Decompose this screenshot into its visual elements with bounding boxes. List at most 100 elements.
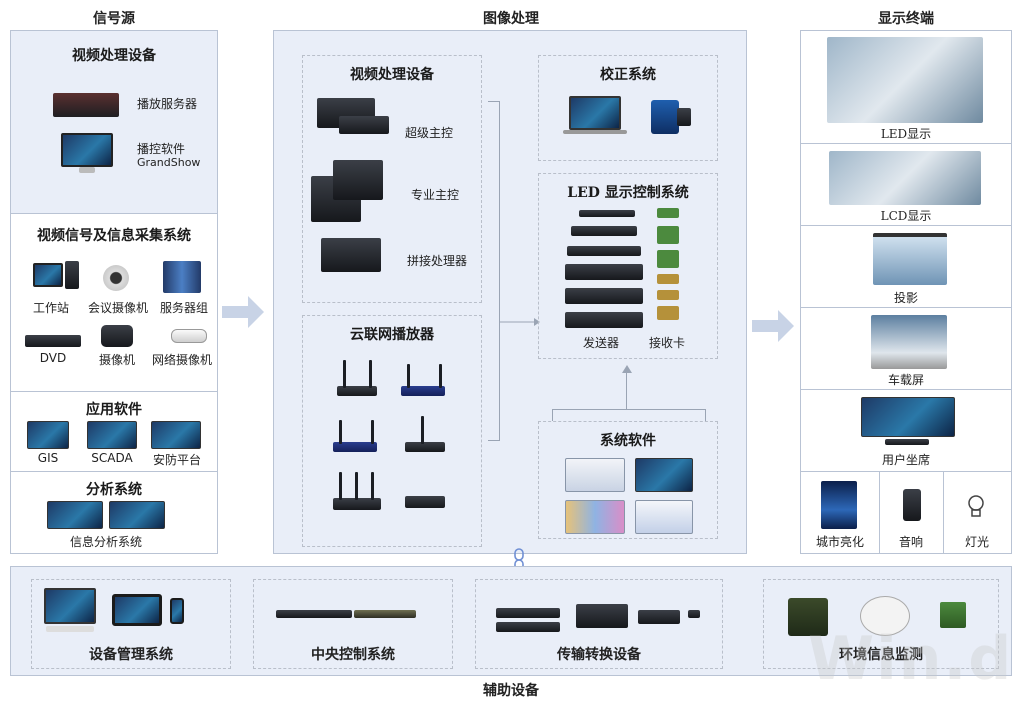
receiver-card-1: [657, 208, 679, 218]
laptop-icon: [569, 96, 621, 130]
receiver-label: 接收卡: [649, 336, 686, 350]
image-processing-panel: 视频处理设备 超级主控 专业主控 拼接处理器 云联网播放器: [273, 30, 747, 554]
video-camera-label: 摄像机: [98, 353, 135, 367]
splicer-device: [321, 238, 381, 272]
cloud-player-box: 云联网播放器: [302, 315, 482, 547]
software-bracket: [552, 409, 706, 421]
video-devices-title: 视频处理设备: [350, 67, 434, 83]
speaker-icon: [903, 489, 921, 521]
capture-title: 视频信号及信息采集系统: [37, 228, 191, 244]
video-camera-icon: [101, 325, 133, 347]
scada-label: SCADA: [91, 451, 133, 465]
transmission-label: 传输转换设备: [557, 647, 641, 663]
central-control-box: 中央控制系统: [253, 579, 453, 669]
analysis-screenshot-1: [47, 501, 103, 529]
software-title: 系统软件: [600, 433, 656, 449]
calibration-title: 校正系统: [600, 67, 656, 83]
bracket-connector: [488, 101, 500, 441]
receiver-card-5: [657, 290, 679, 300]
camera-lens: [677, 108, 691, 126]
environment-monitoring-box: 环境信息监测: [763, 579, 999, 669]
seat-monitors-image: [861, 397, 955, 437]
calibration-camera-icon: [651, 100, 679, 134]
transmission-box: 传输转换设备: [475, 579, 723, 669]
laptop-base: [563, 130, 627, 134]
playback-software-label: 播控软件: [137, 142, 186, 156]
sensor-chip-icon: [940, 602, 966, 628]
environment-monitoring-label: 环境信息监测: [839, 647, 923, 663]
software-screenshot-2: [635, 458, 693, 492]
arrow-right-2: [752, 310, 796, 342]
receiver-card-3: [657, 250, 679, 268]
watermark: Win.d: [808, 624, 1014, 694]
sender-label: 发送器: [583, 336, 620, 350]
sender-1: [579, 210, 635, 217]
projection-label: 投影: [893, 291, 918, 305]
software-screenshot-4: [635, 500, 693, 534]
transmission-device-4: [638, 610, 680, 624]
super-controller-device-2: [339, 116, 389, 134]
seat-keyboard: [885, 439, 929, 445]
video-processing-title: 视频处理设备: [72, 48, 156, 64]
splicer-label: 拼接处理器: [407, 254, 468, 268]
router-blue-2: [333, 442, 377, 452]
header-signal-source: 信号源: [93, 11, 135, 27]
led-control-box: LED 显示控制系统 发送器 接收卡: [538, 173, 718, 359]
receiver-card-2: [657, 226, 679, 244]
bulb-icon: [967, 495, 985, 523]
receiver-card-6: [657, 306, 679, 320]
gis-screenshot: [27, 421, 69, 449]
led-display-label: LED显示: [880, 127, 932, 141]
analysis-screenshot-2: [109, 501, 165, 529]
vehicle-screen-image: [871, 315, 947, 369]
monitor-icon: [61, 133, 113, 167]
signal-source-panel: 视频处理设备 播放服务器 播控软件 GrandShow 视频信号及信息采集系统 …: [10, 30, 218, 554]
sender-6: [565, 312, 643, 328]
gis-label: GIS: [37, 451, 59, 465]
receiver-card-4: [657, 274, 679, 284]
tablet-icon: [112, 594, 162, 626]
software-screenshot-3: [565, 500, 625, 534]
calibration-box: 校正系统: [538, 55, 718, 161]
cloud-player-title: 云联网播放器: [350, 327, 434, 343]
security-platform-label: 安防平台: [152, 453, 201, 467]
monitor-stand: [79, 167, 95, 173]
workstation-label: 工作站: [32, 301, 69, 315]
super-controller-label: 超级主控: [405, 126, 454, 140]
transmission-device-3: [576, 604, 628, 628]
audio-label: 音响: [898, 535, 923, 549]
arrow-right-1: [222, 296, 266, 328]
user-seat-label: 用户坐席: [881, 453, 930, 467]
video-processing-section: 视频处理设备 播放服务器 播控软件 GrandShow: [11, 31, 217, 213]
transmission-device-2: [496, 622, 560, 632]
lcd-wall-image: [829, 151, 981, 205]
pro-controller-device-2: [333, 160, 383, 200]
router-dark-2: [405, 442, 445, 452]
management-monitor: [44, 588, 96, 624]
sender-2: [571, 226, 637, 236]
management-keyboard: [46, 626, 94, 632]
router-dark-3: [333, 498, 381, 510]
city-lighting-label: 城市亮化: [815, 535, 864, 549]
video-devices-box: 视频处理设备 超级主控 专业主控 拼接处理器: [302, 55, 482, 303]
camera-icon: [103, 265, 129, 291]
software-screenshot-1: [565, 458, 625, 492]
header-image-processing: 图像处理: [483, 11, 539, 27]
ip-camera-label: 网络摄像机: [151, 353, 212, 367]
header-auxiliary: 辅助设备: [483, 683, 539, 699]
play-server-label: 播放服务器: [137, 97, 198, 111]
central-control-label: 中央控制系统: [311, 647, 395, 663]
central-controller-1: [276, 610, 352, 618]
auxiliary-panel: 设备管理系统 中央控制系统 传输转换设备 环境信息监测: [10, 566, 1012, 676]
device-management-label: 设备管理系统: [89, 647, 173, 663]
software-box: 系统软件: [538, 421, 718, 539]
projector-icon: [873, 233, 947, 285]
pro-controller-label: 专业主控: [411, 188, 460, 202]
transmission-connector: [688, 610, 700, 618]
led-wall-image: [827, 37, 983, 123]
city-lighting-image: [821, 481, 857, 529]
device-management-box: 设备管理系统: [31, 579, 231, 669]
info-analysis-label: 信息分析系统: [69, 535, 142, 549]
vehicle-screen-label: 车载屏: [887, 373, 924, 387]
central-controller-2: [354, 610, 416, 618]
